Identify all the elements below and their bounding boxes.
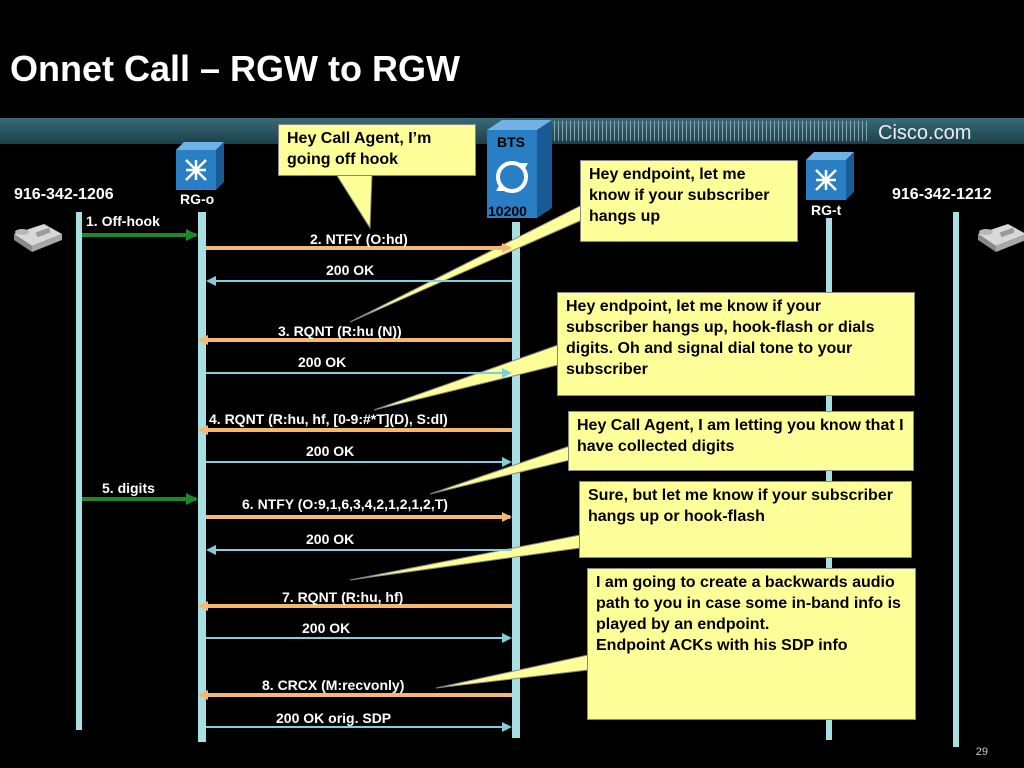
msg-3-label: 3. RQNT (R:hu (N)) xyxy=(278,323,402,339)
msg-4-ok-label: 200 OK xyxy=(306,443,355,459)
msg-2-label: 2. NTFY (O:hd) xyxy=(310,231,408,247)
header-stripes xyxy=(550,121,870,141)
rg-t-label: RG-t xyxy=(811,202,842,218)
callout-going-off-hook: Hey Call Agent, I’m going off hook xyxy=(278,124,476,176)
rg-t-router-icon xyxy=(806,152,854,200)
callout-backwards-audio: I am going to create a backwards audio p… xyxy=(587,568,916,720)
lifeline-rg-t xyxy=(826,218,832,740)
callout-pointer-3 xyxy=(373,344,559,411)
callout-pointer-4 xyxy=(429,445,571,495)
rg-o-router-icon xyxy=(176,142,224,190)
bts-label: BTS xyxy=(497,134,525,150)
msg-8-label: 8. CRCX (M:recvonly) xyxy=(262,677,405,693)
lifeline-left-phone xyxy=(76,212,82,730)
lifeline-bts xyxy=(512,222,520,738)
msg-6-label: 6. NTFY (O:9,1,6,3,4,2,1,2,1,2,T) xyxy=(242,496,448,512)
callout-pointer-1 xyxy=(335,173,373,230)
left-phone-number: 916-342-1206 xyxy=(14,186,114,203)
callout-hangup-hookflash: Sure, but let me know if your subscriber… xyxy=(579,481,912,558)
callout-pointer-2 xyxy=(349,204,583,323)
msg-4-label: 4. RQNT (R:hu, hf, [0-9:#*T](D), S:dl) xyxy=(209,411,448,427)
msg-7-label: 7. RQNT (R:hu, hf) xyxy=(282,589,404,605)
callout-notify-digits-dialtone: Hey endpoint, let me know if your subscr… xyxy=(557,292,915,396)
rg-o-label: RG-o xyxy=(180,191,215,207)
bts-id-label: 10200 xyxy=(488,203,527,219)
msg-3-ok-label: 200 OK xyxy=(298,354,347,370)
lifeline-rg-o xyxy=(198,212,206,742)
msg-2-ok-label: 200 OK xyxy=(326,262,375,278)
callout-pointer-5 xyxy=(349,534,581,581)
cisco-brand: Cisco.com xyxy=(878,122,972,144)
msg-6-ok-label: 200 OK xyxy=(306,531,355,547)
msg-5-label: 5. digits xyxy=(102,480,155,496)
phone-left-icon xyxy=(14,224,62,252)
page-number: 29 xyxy=(975,746,988,758)
bts-server-icon xyxy=(487,120,552,218)
lifeline-right-phone xyxy=(953,212,959,747)
msg-8-ok-label: 200 OK orig. SDP xyxy=(276,710,392,726)
msg-1-label: 1. Off-hook xyxy=(86,213,160,229)
msg-7-ok-label: 200 OK xyxy=(302,620,351,636)
callout-notify-hangup: Hey endpoint, let me know if your subscr… xyxy=(580,160,798,242)
phone-right-icon xyxy=(978,224,1024,252)
callout-collected-digits: Hey Call Agent, I am letting you know th… xyxy=(568,411,914,471)
slide-title: Onnet Call – RGW to RGW xyxy=(10,48,460,89)
right-phone-number: 916-342-1212 xyxy=(892,186,992,203)
